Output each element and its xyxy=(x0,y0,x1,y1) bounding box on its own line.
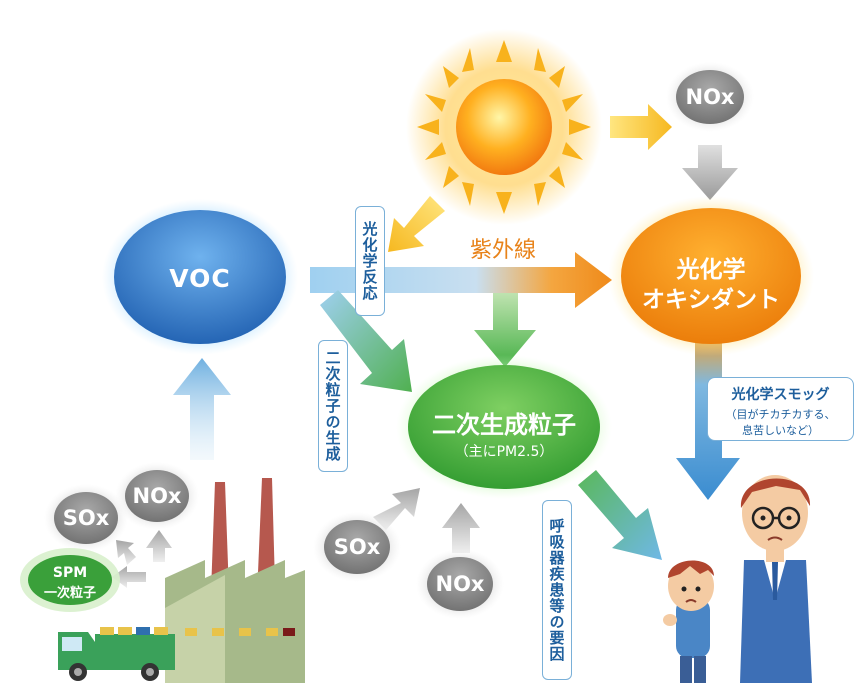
nox-bottom-node xyxy=(416,549,504,619)
child-figure-icon xyxy=(663,560,714,683)
smog-label-box: 光化学スモッグ （目がチカチカする、 息苦しいなど） xyxy=(707,377,854,441)
secondary-to-people-arrow xyxy=(578,470,662,560)
oxidant-label-line2: オキシダント xyxy=(642,287,780,313)
voc-node xyxy=(102,199,298,355)
nox-to-secondary-arrow xyxy=(442,503,480,553)
voc-to-oxidant-arrow xyxy=(310,252,612,308)
secondary-particle-title: 二次生成粒子 xyxy=(432,411,576,439)
oxidant-node xyxy=(608,196,814,356)
adult-figure-icon xyxy=(740,475,812,683)
sun-icon xyxy=(406,29,602,225)
sun-reaction-arrow xyxy=(388,196,445,252)
smog-line1: （目がチカチカする、 xyxy=(725,408,836,421)
sox-to-secondary-arrow xyxy=(373,488,420,530)
to-secondary-down-arrow xyxy=(474,293,536,367)
nox-left-label: NOx xyxy=(132,484,182,508)
sox-bottom-node xyxy=(313,512,401,582)
spm-node xyxy=(20,548,120,612)
nox-top-label: NOx xyxy=(685,85,735,109)
factory-to-nox-arrow xyxy=(146,530,172,562)
nox-left-node xyxy=(115,462,199,530)
nox-bottom-label: NOx xyxy=(435,572,485,596)
voc-label: VOC xyxy=(169,264,231,293)
factory-to-voc-arrow xyxy=(173,358,231,460)
respiratory-label: 呼吸器疾患等の要因 xyxy=(542,500,572,680)
secondary-particle-node xyxy=(396,355,612,499)
factory-to-spm-arrow xyxy=(112,566,146,588)
truck-icon xyxy=(58,627,175,681)
sox-bottom-label: SOx xyxy=(333,535,381,559)
sun-to-nox-arrow xyxy=(610,104,672,150)
factory-to-sox-arrow xyxy=(116,540,136,565)
nox-top-node xyxy=(666,62,754,132)
voc-to-secondary-arrow xyxy=(320,290,412,392)
secondary-particle-subtitle: （主にPM2.5） xyxy=(454,444,554,460)
oxidant-label-line1: 光化学 xyxy=(676,257,746,283)
sox-left-label: SOx xyxy=(62,506,110,530)
nox-to-oxidant-arrow xyxy=(682,145,738,200)
spm-label-line2: 一次粒子 xyxy=(43,586,96,601)
spm-label-line1: SPM xyxy=(52,565,88,581)
smog-line2: 息苦しいなど） xyxy=(742,424,819,437)
photochemical-reaction-label: 光化学反応 xyxy=(355,206,385,316)
smog-title: 光化学スモッグ xyxy=(731,387,830,403)
secondary-formation-label: 二次粒子の生成 xyxy=(318,340,348,472)
factory-icon xyxy=(165,478,305,683)
uv-label: 紫外線 xyxy=(469,238,536,263)
sox-left-node xyxy=(44,484,128,552)
